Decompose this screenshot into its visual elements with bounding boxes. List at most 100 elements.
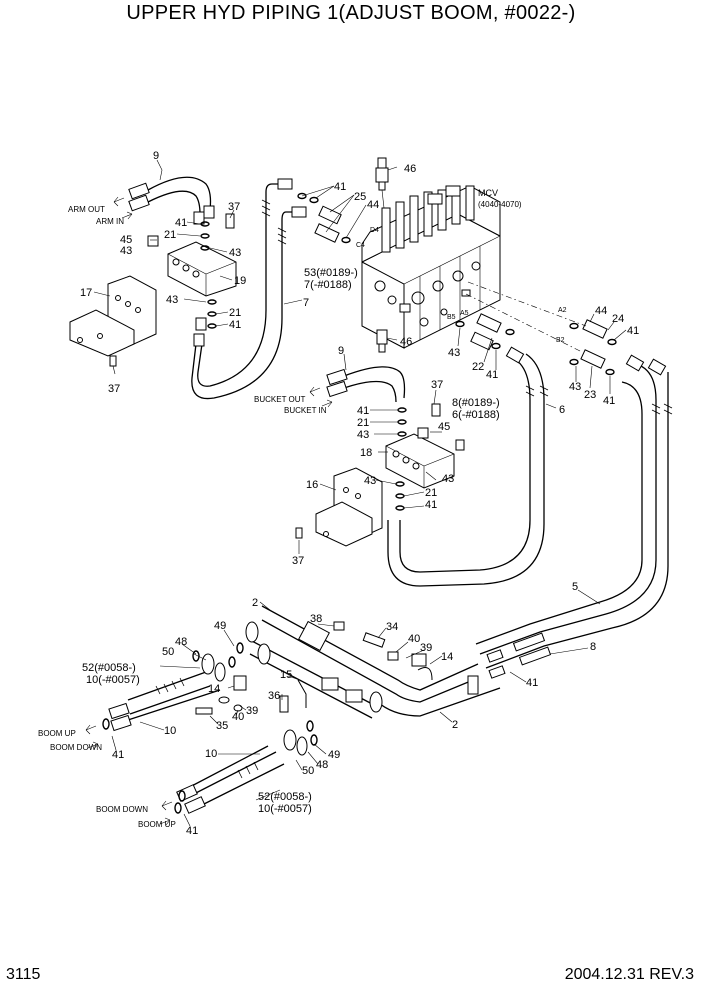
callout: 7(-#0188)	[304, 279, 352, 291]
callout: 25	[354, 191, 366, 203]
callout: 39	[420, 642, 432, 654]
label-boom-up: BOOM UP	[38, 729, 76, 738]
bracket-16	[315, 467, 383, 547]
callout: 43	[364, 475, 376, 487]
callout: 17	[80, 287, 92, 299]
hose-9-arm	[128, 176, 215, 225]
callout: 43	[166, 294, 178, 306]
hose-7	[191, 178, 307, 400]
callout: 34	[386, 621, 398, 633]
callout: 10	[164, 725, 176, 737]
callout: 43	[448, 347, 460, 359]
callout: 46	[400, 336, 412, 348]
hose-10-52-upper	[102, 642, 244, 732]
port-d4: D4	[370, 227, 379, 234]
callout: 9	[338, 345, 344, 357]
fittings-22-23-24	[455, 313, 617, 376]
callout: 43	[569, 381, 581, 393]
callout: 50	[162, 646, 174, 658]
callout: 14	[208, 683, 220, 695]
callout: 22	[472, 361, 484, 373]
pipe-assembly-2	[245, 605, 506, 719]
callout: 49	[328, 749, 340, 761]
label-boom-down-2: BOOM DOWN	[96, 805, 148, 814]
hose-10-52-lower	[174, 720, 318, 814]
mcv-label: MCV	[478, 188, 498, 198]
port-b2: B2	[556, 337, 565, 344]
callout: 16	[306, 479, 318, 491]
bucket-fittings	[295, 403, 465, 539]
callout: 41	[112, 749, 124, 761]
callout: 10	[205, 748, 217, 760]
callout: 41	[175, 217, 187, 229]
callout: 37	[431, 379, 443, 391]
callout: 35	[216, 720, 228, 732]
hose-5-8	[475, 354, 673, 669]
fittings-25-44	[297, 192, 351, 244]
callout: 44	[595, 305, 607, 317]
arm-block-19	[167, 241, 237, 297]
page-number: 3115	[6, 966, 41, 983]
callout: 41	[229, 319, 241, 331]
callout: 21	[164, 229, 176, 241]
part-callouts: 9 46 41 25 44 37 41 21 45 43 43 19 17 43…	[80, 150, 639, 837]
hose-9-bucket	[326, 366, 406, 403]
callout: 7	[303, 297, 309, 309]
callout: 36	[268, 690, 280, 702]
relief-valve-top	[375, 157, 389, 209]
callout: 39	[246, 705, 258, 717]
callout: 41	[486, 369, 498, 381]
mcv-range: (4040-4070)	[478, 200, 522, 209]
bracket-17	[69, 275, 157, 357]
callout: 21	[425, 487, 437, 499]
callout: 43	[229, 247, 241, 259]
callout: 40	[232, 711, 244, 723]
callout: 49	[214, 620, 226, 632]
leader-lines	[93, 159, 627, 827]
callout: 41	[186, 825, 198, 837]
mcv-labels: MCV (4040-4070) D4 C4 A5 B5 A2 B2	[356, 188, 567, 344]
callout: 45	[120, 234, 132, 246]
callout: 43	[357, 429, 369, 441]
callout: 2	[252, 597, 258, 609]
callout: 41	[357, 405, 369, 417]
port-a5: A5	[460, 310, 469, 317]
callout: 2	[452, 719, 458, 731]
port-a2: A2	[558, 307, 567, 314]
callout: 6	[559, 404, 565, 416]
callout: 48	[316, 759, 328, 771]
callout: 37	[228, 201, 240, 213]
label-boom-down: BOOM DOWN	[50, 743, 102, 752]
callout: 37	[108, 383, 120, 395]
callout: 21	[357, 417, 369, 429]
callout: 45	[438, 421, 450, 433]
callout: 14	[441, 651, 453, 663]
label-bucket-in: BUCKET IN	[284, 406, 327, 415]
mcv-valve-block	[361, 185, 501, 349]
clamps-bolts	[195, 621, 433, 715]
callout: 38	[310, 613, 322, 625]
label-arm-out: ARM OUT	[68, 205, 105, 214]
callout: 37	[292, 555, 304, 567]
callout: 9	[153, 150, 159, 162]
callout: 8(#0189-)	[452, 397, 500, 409]
callout: 52(#0058-)	[82, 662, 136, 674]
callout: 41	[526, 677, 538, 689]
label-arm-in: ARM IN	[96, 217, 124, 226]
callout: 10(-#0057)	[86, 674, 140, 686]
callout: 24	[612, 313, 624, 325]
callout: 15	[280, 669, 292, 681]
callout: 41	[425, 499, 437, 511]
label-boom-up-2: BOOM UP	[138, 820, 176, 829]
callout: 41	[334, 181, 346, 193]
callout: 48	[175, 636, 187, 648]
callout: 43	[120, 245, 132, 257]
callout: 46	[404, 163, 416, 175]
port-c4: C4	[356, 242, 365, 249]
callout: 8	[590, 641, 596, 653]
callout: 43	[442, 473, 454, 485]
callout: 53(#0189-)	[304, 267, 358, 279]
relief-valve-bottom	[376, 329, 388, 353]
callout: 18	[360, 447, 372, 459]
